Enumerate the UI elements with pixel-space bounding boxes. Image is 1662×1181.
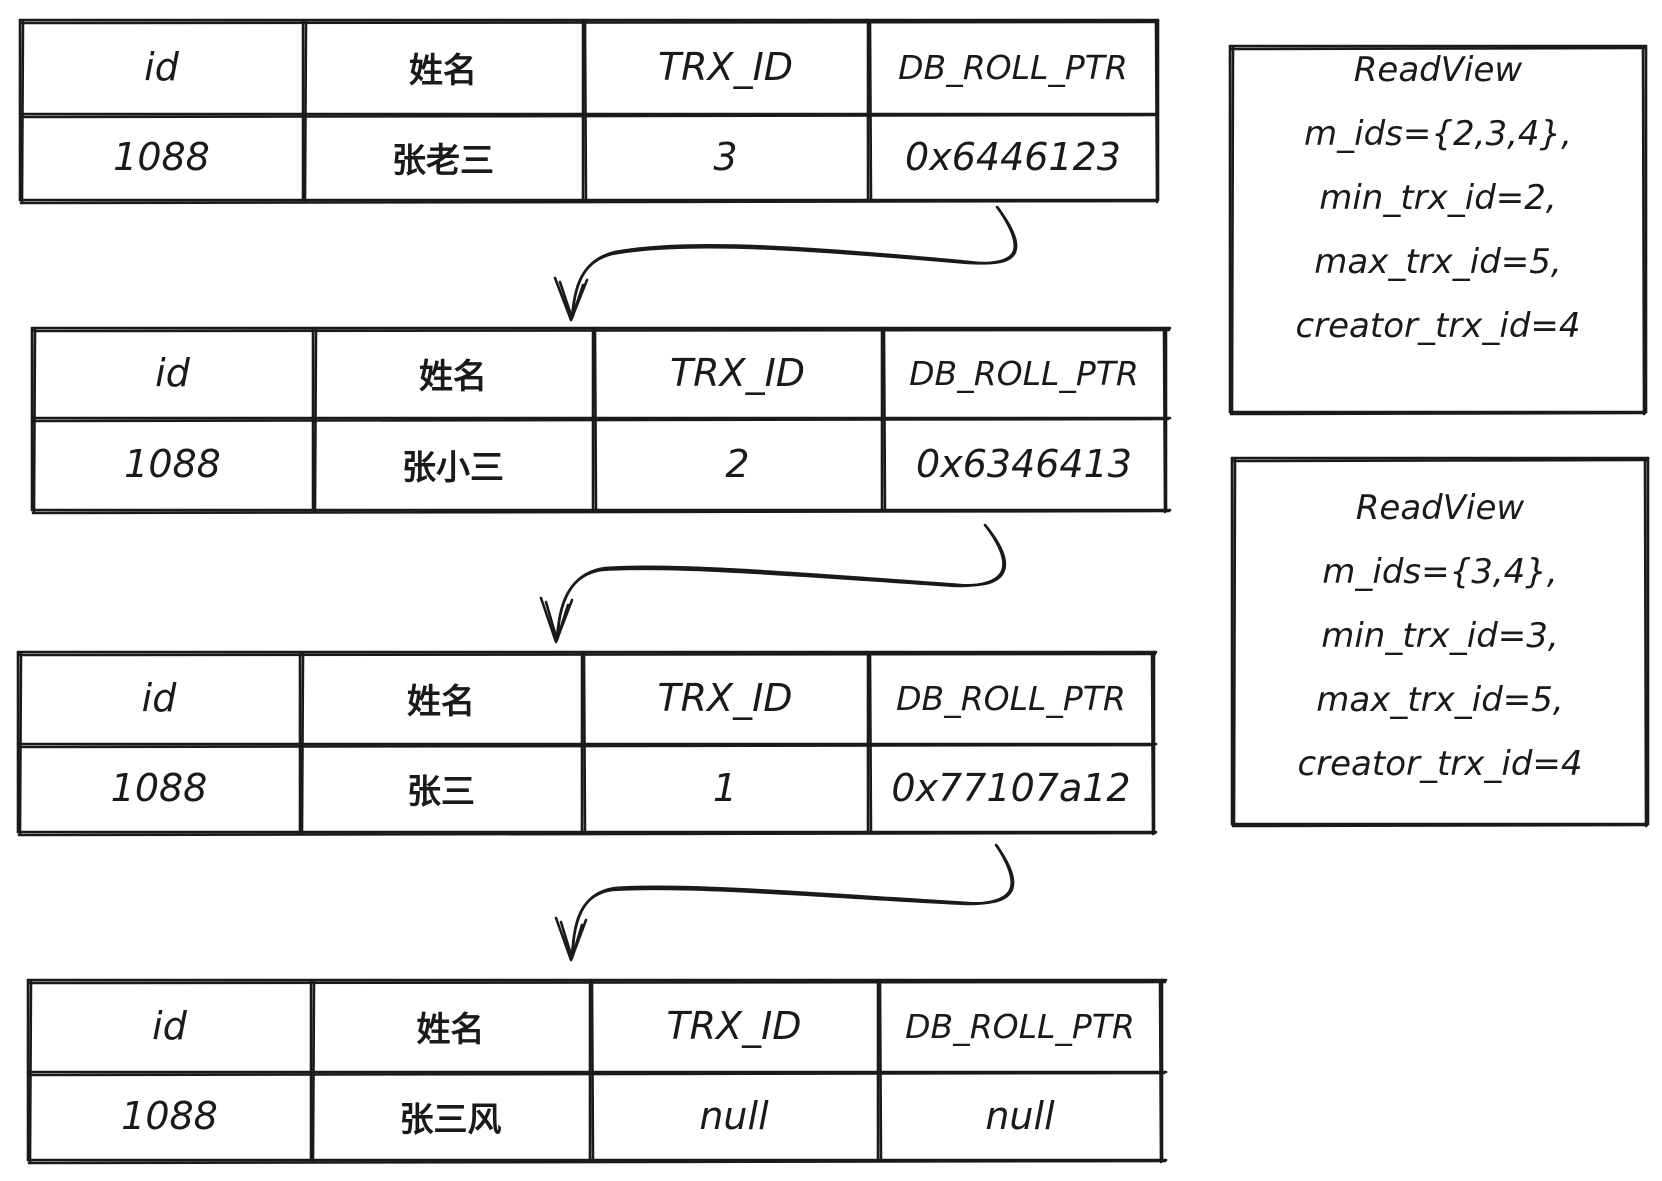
arrow-1 <box>553 205 1018 322</box>
table-1-frame <box>18 18 1160 205</box>
read-view-line: creator_trx_id=4 <box>1297 744 1583 784</box>
value-trx-id: 3 <box>713 135 738 179</box>
header-trx-id: TRX_ID <box>657 45 794 89</box>
read-view-line: creator_trx_id=4 <box>1295 306 1581 346</box>
read-view-line: max_trx_id=5, <box>1316 680 1564 720</box>
header-trx-id: TRX_ID <box>669 351 806 395</box>
header-trx-id: TRX_ID <box>666 1004 802 1048</box>
value-db-roll-ptr: 0x77107a12 <box>891 766 1131 810</box>
read-view-line: m_ids={2,3,4}, <box>1304 114 1572 154</box>
read-view-title: ReadView <box>1355 488 1525 528</box>
read-view-2-frame <box>1230 456 1650 828</box>
value-name: 张三风 <box>399 1099 502 1140</box>
read-view-title: ReadView <box>1353 50 1523 90</box>
value-trx-id: 1 <box>712 766 738 810</box>
value-db-roll-ptr: 0x6346413 <box>916 442 1132 486</box>
header-db-roll-ptr: DB_ROLL_PTR <box>896 678 1126 718</box>
arrow-2 <box>539 523 1007 644</box>
header-db-roll-ptr: DB_ROLL_PTR <box>905 1006 1135 1046</box>
header-name: 姓名 <box>419 356 487 397</box>
value-trx-id: null <box>699 1094 769 1138</box>
read-view-line: min_trx_id=3, <box>1321 616 1559 656</box>
value-db-roll-ptr: null <box>985 1094 1055 1138</box>
header-id: id <box>152 1004 187 1048</box>
value-id: 1088 <box>110 766 208 810</box>
read-view-1-frame <box>1228 44 1648 416</box>
value-id: 1088 <box>121 1094 218 1138</box>
value-id: 1088 <box>113 135 210 179</box>
read-view-line: min_trx_id=2, <box>1319 178 1557 218</box>
value-name: 张三 <box>407 771 475 812</box>
read-view-line: max_trx_id=5, <box>1314 242 1562 282</box>
table-4-frame <box>26 978 1168 1165</box>
value-name: 张小三 <box>402 447 504 488</box>
value-db-roll-ptr: 0x6446123 <box>905 135 1121 179</box>
header-db-roll-ptr: DB_ROLL_PTR <box>909 353 1139 393</box>
table-3-frame <box>16 650 1158 837</box>
header-id: id <box>141 676 177 720</box>
header-trx-id: TRX_ID <box>657 676 793 720</box>
header-db-roll-ptr: DB_ROLL_PTR <box>898 47 1128 87</box>
value-id: 1088 <box>124 442 221 486</box>
header-id: id <box>144 45 179 89</box>
value-name: 张老三 <box>392 140 494 181</box>
header-name: 姓名 <box>416 1009 485 1050</box>
header-name: 姓名 <box>409 50 477 91</box>
header-id: id <box>155 351 190 395</box>
value-trx-id: 2 <box>725 442 750 486</box>
read-view-line: m_ids={3,4}, <box>1322 552 1558 592</box>
table-2-frame <box>30 326 1172 515</box>
arrow-3 <box>554 843 1015 962</box>
header-name: 姓名 <box>407 681 475 722</box>
